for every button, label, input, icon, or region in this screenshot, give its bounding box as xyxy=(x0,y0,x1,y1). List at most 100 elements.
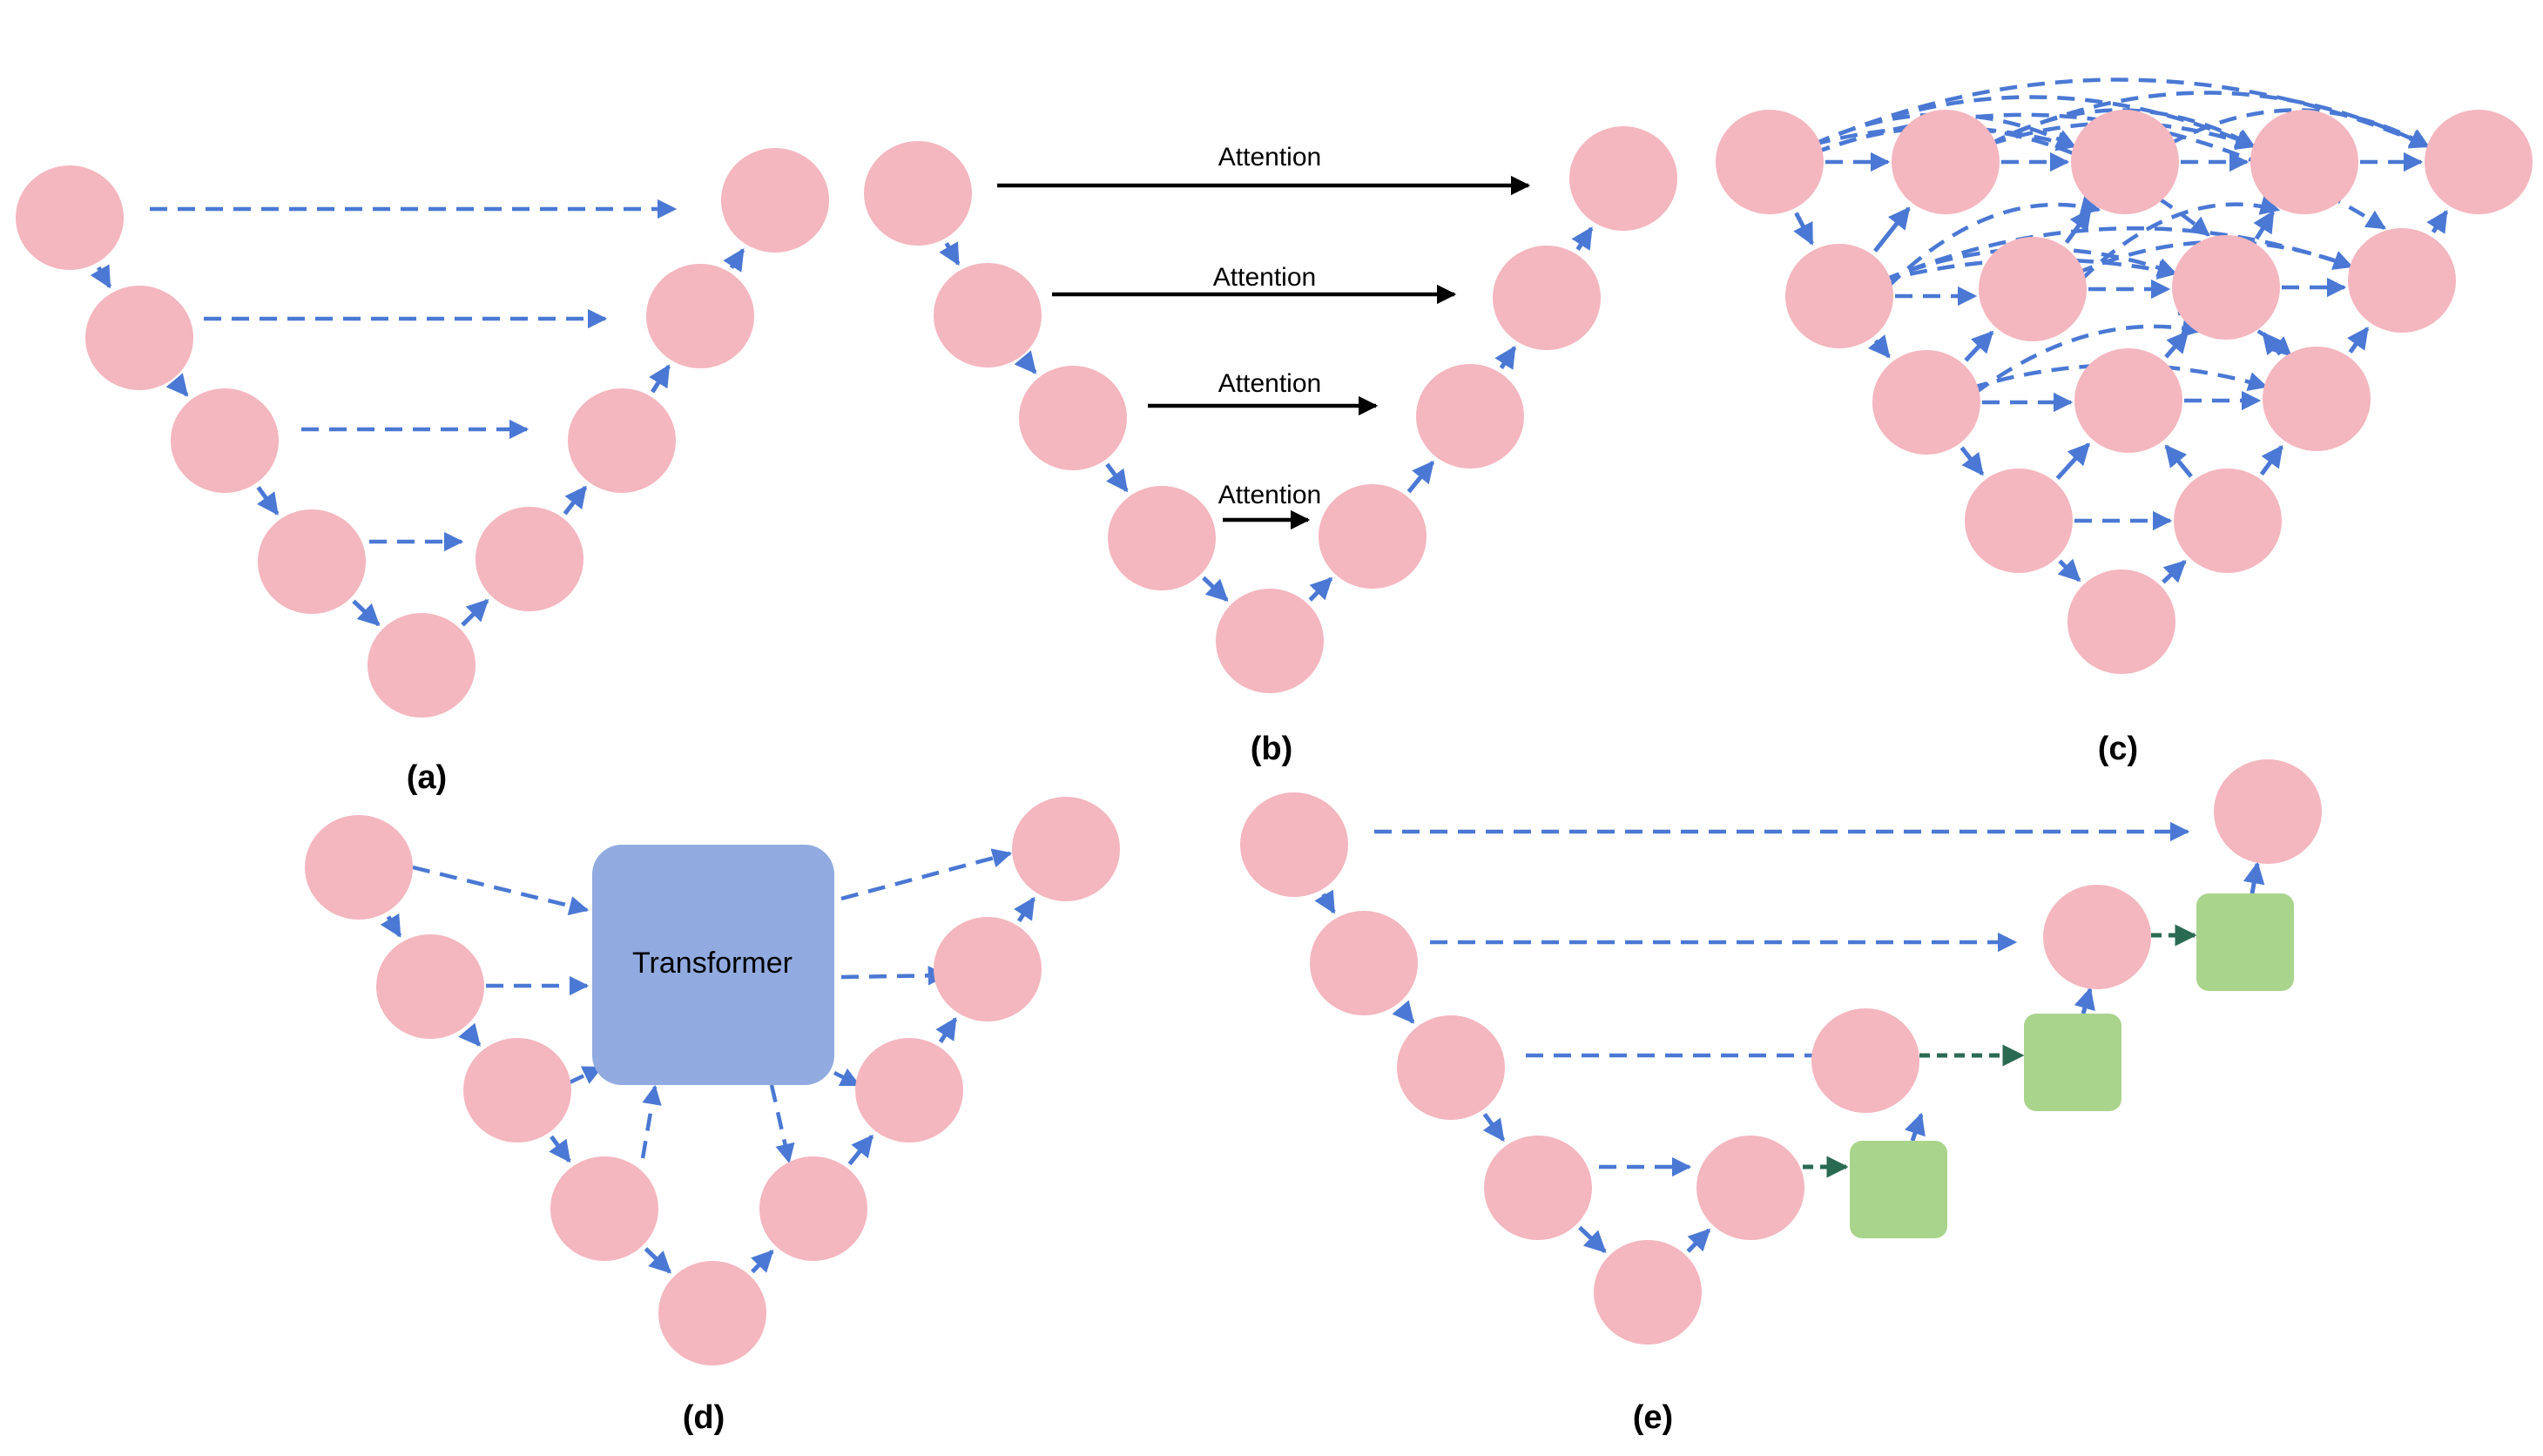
panel-d-node-1 xyxy=(305,815,413,920)
panel-c-outer-chain-arrow-2 xyxy=(1867,334,1891,359)
panel-c-up-arrow-4 xyxy=(2164,330,2189,359)
panel-d-chain-arrow-2 xyxy=(458,1022,482,1047)
panel-b-node-3 xyxy=(1019,366,1127,470)
panel-e-node-4 xyxy=(1484,1136,1592,1240)
panel-b-node-4 xyxy=(1108,486,1216,590)
panel-d-chain-arrow-6 xyxy=(847,1134,874,1166)
panel-b-node-2 xyxy=(934,263,1042,367)
panel-c-inner-node-6 xyxy=(2074,348,2182,453)
panel-c-up-arrow-5 xyxy=(2064,208,2093,245)
panel-d-from-transformer-2 xyxy=(840,966,948,986)
panel-a-node-2 xyxy=(85,286,193,390)
panel-b-chain-arrow-1 xyxy=(939,241,961,266)
panel-c-inner-node-3 xyxy=(2250,110,2358,214)
panel-e-node-6 xyxy=(1696,1136,1804,1240)
panel-a-chain-arrow-5 xyxy=(461,598,489,627)
panel-a-node-7 xyxy=(568,388,676,493)
panel-b-chain-arrow-2 xyxy=(1014,350,1037,374)
panel-e-block-1 xyxy=(1850,1141,1947,1238)
panel-c-up-arrow-2 xyxy=(1964,330,1994,362)
panel-c-dense-curve-17 xyxy=(2079,195,2281,282)
panel-b-attention-labels: Attention Attention Attention Attention xyxy=(1213,143,1321,509)
panel-e-up-arrow-3 xyxy=(2074,987,2095,1014)
panel-a-node-6 xyxy=(476,507,583,611)
panel-b-chain-arrow-6 xyxy=(1406,460,1435,494)
panel-d-chain-arrow-7 xyxy=(935,1016,958,1043)
panel-d-from-transformer-3 xyxy=(833,1068,861,1088)
panel-e-down-arrow-4 xyxy=(1578,1225,1607,1253)
panel-c-inner-node-4 xyxy=(1979,237,2087,341)
panel-e-block-3 xyxy=(2196,893,2294,991)
panel-d-chain-arrow-5 xyxy=(751,1250,774,1274)
panel-d-node-5 xyxy=(658,1261,766,1365)
panel-c-outer-node-6 xyxy=(2174,468,2282,573)
panel-b-chain-arrow-8 xyxy=(1571,226,1594,251)
panel-a-chain-arrow-2 xyxy=(165,373,189,397)
panel-e-down-arrow-3 xyxy=(1482,1112,1506,1142)
panel-c-up-arrow-3 xyxy=(2055,442,2090,480)
panel-c-inner-node-5 xyxy=(2172,235,2280,340)
panel-c-dense-curve-6 xyxy=(2167,108,2430,148)
panel-a-node-5 xyxy=(368,613,476,718)
panel-e-down-arrow-2 xyxy=(1392,1000,1415,1024)
panel-a-node-1 xyxy=(16,165,124,270)
panel-a-chain-arrow-3 xyxy=(256,486,280,516)
panel-d-to-transformer-4 xyxy=(640,1084,662,1159)
panel-d-to-transformer-3 xyxy=(567,1065,604,1086)
caption-d: (d) xyxy=(683,1399,725,1436)
panel-e-node-3 xyxy=(1397,1015,1505,1120)
panel-c-dense-curve-16 xyxy=(1885,196,2101,289)
panel-c-outer-chain-arrow-5 xyxy=(2162,560,2187,584)
panel-b-chain-arrow-7 xyxy=(1494,345,1517,370)
panel-a-chain-arrow-1 xyxy=(90,264,112,289)
panel-e-node-9 xyxy=(2214,759,2322,864)
panel-c-up-arrow-6 xyxy=(2164,444,2193,478)
caption-e: (e) xyxy=(1633,1399,1673,1436)
transformer-block xyxy=(592,845,834,1085)
panel-c-dense-curve-10 xyxy=(1882,226,2354,283)
panel-d-from-transformer-4 xyxy=(769,1084,795,1164)
attention-label-1: Attention xyxy=(1218,143,1321,172)
panel-c-up-arrow-1 xyxy=(1873,206,1911,253)
panel-c-outer-chain-arrow-6 xyxy=(2259,444,2283,476)
panel-c-outer-node-3 xyxy=(1872,350,1980,455)
panel-b-chain-arrow-3 xyxy=(1105,462,1129,493)
panel-b-chain-arrow-5 xyxy=(1308,576,1333,602)
panel-c-outer-node-9 xyxy=(2425,110,2533,214)
panel-c-outer-node-1 xyxy=(1716,110,1824,214)
panel-b-node-6 xyxy=(1319,484,1427,589)
caption-b: (b) xyxy=(1251,731,1293,767)
panel-d-node-3 xyxy=(463,1038,571,1143)
panel-b-node-1 xyxy=(864,141,972,246)
panel-a-chain-arrow-7 xyxy=(649,364,671,394)
panel-e-up-arrow-4 xyxy=(2243,861,2265,894)
panel-e-node-8 xyxy=(2043,885,2151,989)
attention-label-4: Attention xyxy=(1218,481,1321,509)
panel-c-outer-node-5 xyxy=(2067,570,2175,674)
panel-c-dense-curve-7 xyxy=(1812,125,2077,152)
panel-b-node-7 xyxy=(1416,364,1524,468)
panel-c-inner-node-1 xyxy=(1892,110,2000,214)
panel-c-outer-node-8 xyxy=(2348,228,2456,333)
panel-e-up-arrow-1 xyxy=(1686,1228,1711,1253)
caption-a: (a) xyxy=(407,759,447,796)
panel-d-chain-arrow-3 xyxy=(549,1135,571,1163)
panel-c-outer-chain-arrow-8 xyxy=(2426,209,2449,234)
panel-d-chain-arrow-4 xyxy=(644,1247,671,1274)
panel-a-node-8 xyxy=(646,264,754,368)
panel-a-node-4 xyxy=(258,509,366,614)
panel-b-node-8 xyxy=(1493,246,1601,350)
panel-c-up-arrow-7 xyxy=(2253,210,2276,240)
panel-d-node-2 xyxy=(376,934,484,1039)
transformer-label: Transformer xyxy=(632,947,793,980)
panel-b-chain-arrow-4 xyxy=(1202,576,1229,602)
panel-e-node-2 xyxy=(1310,911,1418,1015)
panel-a-chain-arrow-8 xyxy=(723,248,745,273)
panel-c-outer-node-7 xyxy=(2263,347,2371,451)
panel-d-from-transformer-1 xyxy=(840,848,1013,901)
panel-c-dense-curve-5 xyxy=(1988,91,2431,149)
panel-c-outer-chain-arrow-1 xyxy=(1793,212,1814,246)
panel-d-node-7 xyxy=(855,1038,963,1143)
panel-d-to-transformer-1 xyxy=(412,865,590,916)
panel-d-chain-arrow-8 xyxy=(1014,896,1035,923)
